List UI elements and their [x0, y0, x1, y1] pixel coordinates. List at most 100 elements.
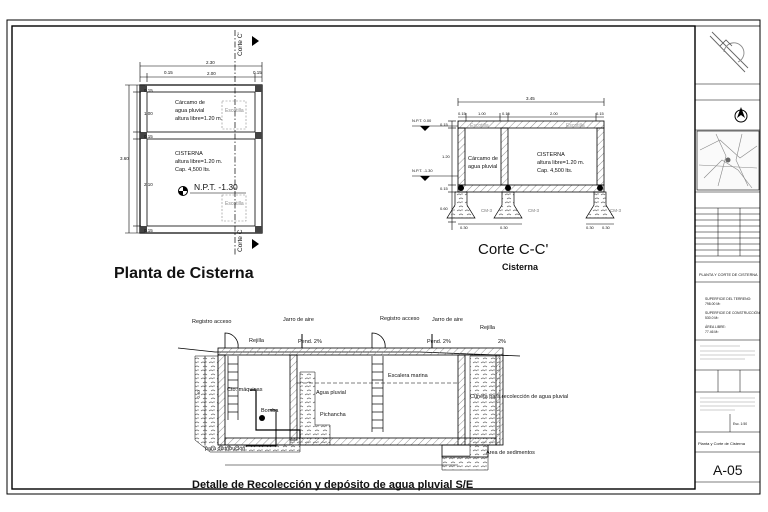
plan-title: Planta de Cisterna — [114, 265, 254, 282]
inner-frame — [11, 25, 696, 490]
detail-wall — [495, 354, 504, 446]
detail-label: Jarro de aire — [283, 317, 314, 323]
section-footing — [446, 191, 476, 219]
plan-inner-cisterna — [146, 138, 256, 227]
section-column-dot — [458, 185, 464, 191]
tb-sheet-number: A-05 — [713, 462, 743, 478]
detail-label: 2% — [498, 339, 506, 345]
detail-label: Rejilla — [249, 338, 265, 344]
plan-dim-text: 0.15 — [144, 134, 153, 139]
detail-wall — [457, 354, 466, 446]
detail-view: 2.40 Registro acceso Jarro de aire Regis… — [177, 316, 568, 491]
cut-arrow-icon — [252, 36, 259, 46]
section-dim-text: 0.30 — [460, 225, 469, 230]
detail-dim-text: 2.40 — [196, 389, 201, 398]
column-marker — [140, 226, 147, 233]
tb-plano-label: Planta y Corte de Cisterna — [698, 441, 746, 446]
section-wall — [457, 127, 466, 186]
plan-outline — [139, 84, 263, 234]
plan-carcamo-line: altura libre=1.20 m. — [175, 116, 223, 122]
section-escotilla-label: Escotilla — [566, 123, 585, 129]
tb-sheet-desc: PLANTA Y CORTE DE CISTERNA — [699, 273, 758, 277]
plan-top-dimensions — [139, 62, 263, 82]
detail-bottom-slab — [224, 437, 497, 446]
section-dim-text: 0.15 — [440, 122, 449, 127]
detail-label: Pichancha — [320, 412, 347, 418]
detail-label: para distribución — [205, 446, 245, 452]
plan-dim-text: 0.15 — [164, 70, 173, 75]
section-dim-text: 0.30 — [500, 225, 509, 230]
tb-area-label: ÁREA LIBRE: — [705, 325, 726, 329]
plan-cisterna-line: CISTERNA — [175, 151, 203, 157]
detail-label: Escalera marina — [388, 373, 429, 379]
section-view: 3.45 0.15 1.00 0.15 2.00 0.15 Escotilla … — [412, 96, 621, 272]
ladder — [227, 356, 239, 420]
tb-notes-lines — [700, 345, 755, 360]
tb-surface-value: 798.00 M² — [705, 302, 721, 306]
section-column-dot — [505, 185, 511, 191]
pipe — [246, 409, 277, 447]
plan-cisterna-line: altura libre=1.20 m. — [175, 159, 223, 165]
column-marker — [255, 85, 262, 92]
location-marker-icon — [725, 157, 731, 163]
sediment-pit — [441, 444, 489, 458]
section-dim-text: 3.45 — [526, 96, 535, 101]
plan-npt-label: N.P.T. -1.30 — [194, 182, 238, 192]
plan-dim-text: 2.00 — [207, 71, 216, 76]
logo-emblem-icon — [709, 31, 749, 73]
section-carcamo-line: Cárcamo de — [468, 156, 498, 162]
detail-title: Detalle de Recolección y depósito de agu… — [192, 479, 473, 491]
section-dim-text: 0.60 — [440, 206, 449, 211]
section-npt-bottom: N.P.T. -1.30 — [412, 168, 433, 173]
location-map — [698, 133, 758, 189]
detail-wall — [217, 354, 226, 446]
tb-construct-label: SUPERFICIE DE CONSTRUCCIÓN: — [705, 310, 761, 315]
cut-label-bottom: Corte C — [237, 229, 244, 252]
section-footing — [585, 191, 615, 219]
north-arrow-icon — [737, 107, 745, 118]
plan-dim-text: 2.30 — [206, 60, 215, 65]
section-subtitle: Cisterna — [502, 262, 539, 272]
detail-label: Pend. 2% — [427, 339, 451, 345]
access-hatch-icon — [224, 332, 239, 349]
detail-label: Cuneta para recolección de agua pluvial — [470, 394, 568, 400]
cut-label-top: Corte C' — [237, 32, 244, 56]
detail-label: Rejilla — [480, 325, 496, 331]
section-cisterna-line: altura libre=1.20 m. — [537, 160, 585, 166]
plan-escotilla-label: Escotilla — [225, 201, 244, 207]
plan-left-dimensions — [125, 84, 145, 234]
section-carcamo-line: agua pluvial — [468, 164, 497, 170]
section-bottom-slab — [457, 184, 605, 193]
section-cisterna-line: CISTERNA — [537, 152, 565, 158]
plan-escotilla-1 — [221, 100, 247, 130]
section-dim-text: 0.15 — [596, 111, 605, 116]
ladder — [371, 356, 384, 432]
section-dim-text: 2.00 — [550, 111, 559, 116]
plan-dim-text: 2.10 — [144, 182, 153, 187]
level-target-icon — [178, 186, 188, 196]
section-footing — [493, 191, 523, 219]
plan-dim-text: 0.15 — [253, 70, 262, 75]
section-dim-text: 0.15 — [502, 111, 511, 116]
detail-label: Bomba — [261, 408, 279, 414]
section-cisterna-line: Cap. 4,500 lts. — [537, 168, 573, 174]
column-marker — [255, 132, 262, 139]
level-marker-icon — [420, 176, 430, 181]
revision-table — [695, 207, 760, 257]
tb-surface-label: SUPERFICIE DEL TERRENO: — [705, 297, 751, 301]
column-marker — [140, 132, 147, 139]
section-wall — [596, 127, 605, 186]
plan-escotilla-label: Escotilla — [225, 108, 244, 114]
section-column-dot — [597, 185, 603, 191]
access-hatch-icon — [371, 332, 386, 349]
plan-dim-text: 1.00 — [144, 111, 153, 116]
pipe — [250, 389, 301, 438]
tb-area-value: 77.46 M² — [705, 330, 719, 334]
detail-wall — [289, 354, 298, 441]
footing-label: CM-3 — [610, 208, 621, 213]
pump-icon — [259, 415, 265, 421]
title-block: PLANTA Y CORTE DE CISTERNA SUPERFICIE DE… — [695, 25, 761, 483]
footing-label: CM-3 — [481, 208, 492, 213]
plan-escotilla-2 — [221, 194, 247, 222]
